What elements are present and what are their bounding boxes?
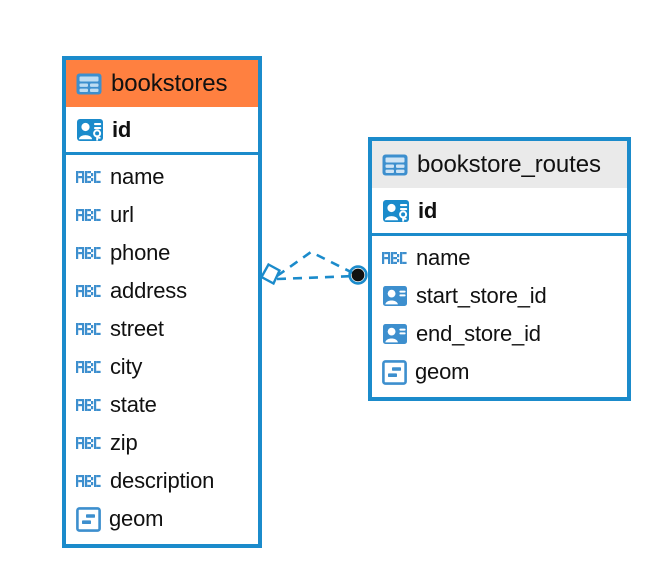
field-name: geom: [415, 359, 470, 384]
field-name: name: [110, 164, 165, 189]
field-row-name[interactable]: name: [372, 239, 627, 277]
foreign-key-icon: [382, 283, 408, 309]
field-name: start_store_id: [416, 283, 547, 308]
table-icon: [382, 154, 408, 176]
abc-text-icon: [76, 359, 102, 375]
field-name: zip: [110, 430, 138, 455]
entity-title: bookstores: [111, 69, 228, 97]
relationship-connector[interactable]: [255, 238, 375, 308]
field-row-description[interactable]: description: [66, 462, 258, 500]
entity-bookstore-routes[interactable]: bookstore_routes id: [368, 137, 631, 401]
entity-header-bookstore-routes[interactable]: bookstore_routes: [372, 141, 627, 188]
primary-key-section: id: [66, 107, 258, 155]
endpoint-ring: [348, 265, 368, 285]
abc-text-icon: [382, 250, 408, 266]
field-name: url: [110, 202, 134, 227]
geometry-blob-icon: [382, 359, 407, 385]
field-name: id: [418, 197, 438, 223]
field-name: phone: [110, 240, 171, 265]
entity-title: bookstore_routes: [417, 150, 601, 178]
field-row-geom[interactable]: geom: [372, 353, 627, 391]
field-name: geom: [109, 506, 164, 531]
field-row-city[interactable]: city: [66, 348, 258, 386]
primary-key-icon: [76, 116, 104, 144]
abc-text-icon: [76, 435, 102, 451]
abc-text-icon: [76, 321, 102, 337]
entity-header-bookstores[interactable]: bookstores: [66, 60, 258, 107]
field-row-end-store-id[interactable]: end_store_id: [372, 315, 627, 353]
field-row-name[interactable]: name: [66, 158, 258, 196]
diamond-one-marker: [259, 262, 282, 286]
field-row-url[interactable]: url: [66, 196, 258, 234]
field-name: description: [110, 468, 215, 493]
filled-circle-many-marker: [351, 268, 365, 282]
field-name: street: [110, 316, 164, 341]
abc-text-icon: [76, 473, 102, 489]
field-row-id[interactable]: id: [372, 188, 627, 233]
primary-key-section: id: [372, 188, 627, 236]
field-name: id: [112, 116, 132, 142]
fields-section: name start_store_id: [372, 236, 627, 397]
field-name: end_store_id: [416, 321, 541, 346]
field-name: address: [110, 278, 187, 303]
field-row-phone[interactable]: phone: [66, 234, 258, 272]
field-row-id[interactable]: id: [66, 107, 258, 152]
relationship-line-lower: [276, 274, 356, 281]
geometry-blob-icon: [76, 506, 101, 532]
abc-text-icon: [76, 245, 102, 261]
field-row-zip[interactable]: zip: [66, 424, 258, 462]
field-row-state[interactable]: state: [66, 386, 258, 424]
entity-bookstores[interactable]: bookstores id: [62, 56, 262, 548]
foreign-key-icon: [382, 321, 408, 347]
field-row-geom[interactable]: geom: [66, 500, 258, 538]
table-icon: [76, 73, 102, 95]
relationship-line-upper: [276, 250, 356, 278]
abc-text-icon: [76, 169, 102, 185]
fields-section: name ur: [66, 155, 258, 544]
abc-text-icon: [76, 207, 102, 223]
abc-text-icon: [76, 397, 102, 413]
field-row-street[interactable]: street: [66, 310, 258, 348]
primary-key-icon: [382, 197, 410, 225]
field-row-start-store-id[interactable]: start_store_id: [372, 277, 627, 315]
field-name: name: [416, 245, 471, 270]
field-name: city: [110, 354, 143, 379]
field-row-address[interactable]: address: [66, 272, 258, 310]
abc-text-icon: [76, 283, 102, 299]
field-name: state: [110, 392, 157, 417]
